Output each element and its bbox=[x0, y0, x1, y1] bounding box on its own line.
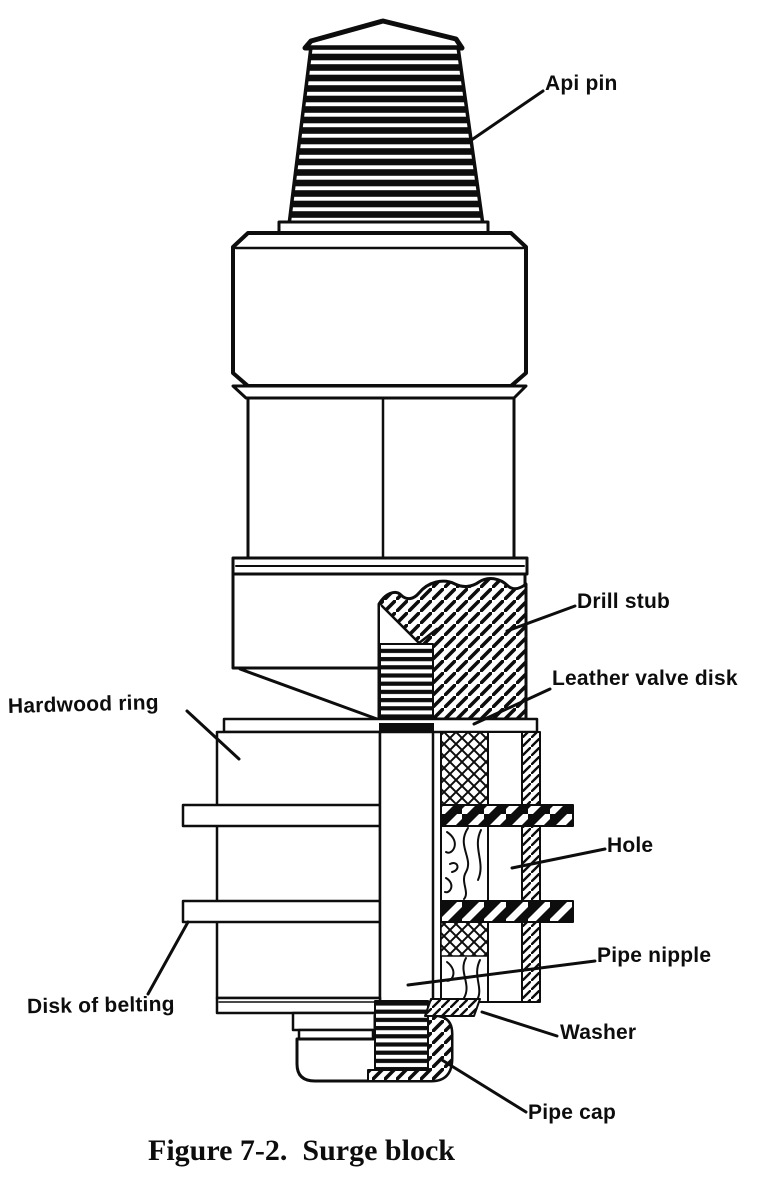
leader-disk-of-belting bbox=[146, 920, 190, 996]
mid-body bbox=[246, 396, 516, 560]
leader-hardwood-ring bbox=[185, 709, 241, 761]
tool-joint-body bbox=[231, 231, 528, 400]
leader-drill-stub bbox=[505, 604, 577, 633]
pipe-cap-part bbox=[291, 1000, 454, 1083]
lower-collar bbox=[231, 556, 529, 576]
hardwood-ring-part bbox=[215, 730, 382, 1000]
label-pipe-cap: Pipe cap bbox=[528, 1101, 616, 1124]
leader-leather-valve-disk bbox=[472, 687, 552, 726]
label-pipe-nipple: Pipe nipple bbox=[597, 944, 712, 967]
washer-part bbox=[424, 998, 481, 1017]
figure-caption: Figure 7-2. Surge block bbox=[148, 1134, 455, 1167]
leader-lines bbox=[146, 89, 607, 1114]
belting-disks-part bbox=[181, 803, 382, 924]
label-leather-valve-disk: Leather valve disk bbox=[552, 667, 738, 690]
label-hardwood-ring: Hardwood ring bbox=[7, 691, 160, 718]
api-pin-part bbox=[277, 18, 490, 236]
label-hole: Hole bbox=[607, 834, 654, 857]
pipe-nipple-part bbox=[378, 730, 435, 1004]
ring-bottom-plate bbox=[215, 996, 382, 1015]
label-api-pin: Api pin bbox=[545, 72, 618, 95]
leather-valve-disk-part bbox=[222, 717, 539, 734]
label-drill-stub: Drill stub bbox=[577, 590, 671, 613]
leader-pipe-cap bbox=[440, 1058, 528, 1114]
leader-api-pin bbox=[468, 89, 545, 143]
drill-stub-part bbox=[377, 577, 528, 721]
leader-hole bbox=[510, 847, 607, 870]
leader-pipe-nipple bbox=[406, 959, 597, 987]
label-washer: Washer bbox=[560, 1021, 637, 1044]
label-disk-of-belting: Disk of belting bbox=[26, 992, 175, 1019]
leader-washer bbox=[480, 1010, 559, 1038]
cutaway-section bbox=[440, 731, 574, 1003]
